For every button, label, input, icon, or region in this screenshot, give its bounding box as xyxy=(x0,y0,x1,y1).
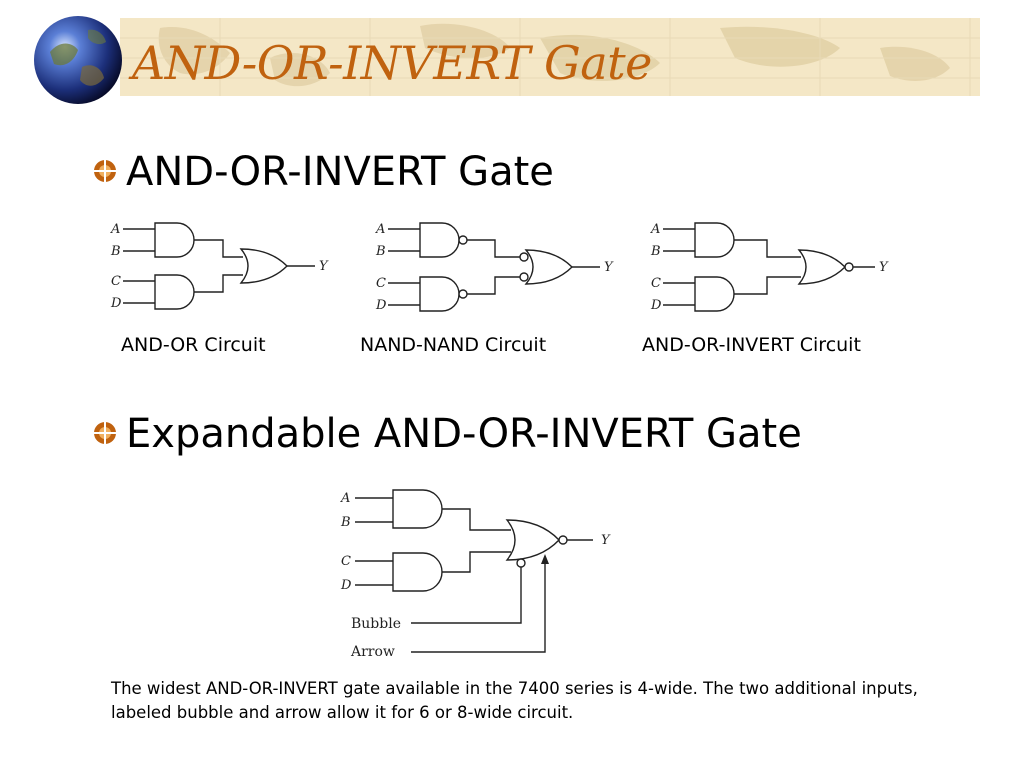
input-label: B xyxy=(650,244,661,259)
bullet-item: AND-OR-INVERT Gate xyxy=(92,152,554,192)
arrow-input-marker xyxy=(541,554,549,564)
bullet-item: Expandable AND-OR-INVERT Gate xyxy=(92,414,802,454)
input-label: A xyxy=(340,491,350,506)
input-label: A xyxy=(375,222,385,237)
and-gate xyxy=(694,276,735,312)
and-gate xyxy=(392,489,443,529)
bullet-text: Expandable AND-OR-INVERT Gate xyxy=(126,411,802,457)
or-gate xyxy=(524,249,573,285)
input-label: C xyxy=(111,274,121,289)
target-bullet-icon xyxy=(94,422,116,444)
inversion-bubble xyxy=(519,252,529,262)
bubble-input-circle xyxy=(516,558,526,568)
and-or-invert-circuit-diagram: A B C D Y xyxy=(650,222,889,313)
arrow-label: Arrow xyxy=(350,644,395,660)
and-gate xyxy=(694,222,735,258)
input-label: B xyxy=(340,515,351,530)
title-banner xyxy=(120,18,980,96)
input-label: B xyxy=(375,244,386,259)
and-or-circuit-diagram: A B C D Y xyxy=(110,222,329,311)
world-map-background xyxy=(120,18,980,96)
and-gate xyxy=(154,274,195,310)
nand-gate xyxy=(419,222,460,258)
bubble-label: Bubble xyxy=(351,616,401,632)
input-label: D xyxy=(110,296,122,311)
output-label: Y xyxy=(604,260,614,275)
description-text: The widest AND-OR-INVERT gate available … xyxy=(111,679,918,722)
nand-nand-caption: NAND-NAND Circuit xyxy=(360,334,547,356)
nor-gate xyxy=(505,519,560,561)
target-bullet-icon xyxy=(94,160,116,182)
input-label: D xyxy=(340,578,352,593)
output-label: Y xyxy=(601,533,611,548)
and-or-invert-caption: AND-OR-INVERT Circuit xyxy=(642,334,861,356)
slide-title: AND-OR-INVERT Gate xyxy=(132,36,652,90)
input-label: A xyxy=(650,222,660,237)
input-label: D xyxy=(375,298,387,313)
input-label: C xyxy=(341,554,351,569)
inversion-bubble xyxy=(558,535,568,545)
inversion-bubble xyxy=(458,289,468,299)
inversion-bubble xyxy=(458,235,468,245)
output-label: Y xyxy=(879,260,889,275)
and-gate xyxy=(154,222,195,258)
bullet-text: AND-OR-INVERT Gate xyxy=(126,149,554,195)
input-label: C xyxy=(651,276,661,291)
input-label: A xyxy=(110,222,120,237)
inversion-bubble xyxy=(519,272,529,282)
nor-gate xyxy=(797,249,846,285)
input-label: D xyxy=(650,298,662,313)
input-label: C xyxy=(376,276,386,291)
globe-icon xyxy=(34,16,122,104)
nand-nand-circuit-diagram: A B C D Y xyxy=(375,222,614,313)
output-label: Y xyxy=(319,259,329,274)
input-label: B xyxy=(110,244,121,259)
or-gate xyxy=(239,248,288,284)
and-or-caption: AND-OR Circuit xyxy=(121,334,266,356)
inversion-bubble xyxy=(844,262,854,272)
and-gate xyxy=(392,552,443,592)
nand-gate xyxy=(419,276,460,312)
expandable-aoi-circuit-diagram: A B C D Y Bubble Arrow xyxy=(340,489,611,660)
